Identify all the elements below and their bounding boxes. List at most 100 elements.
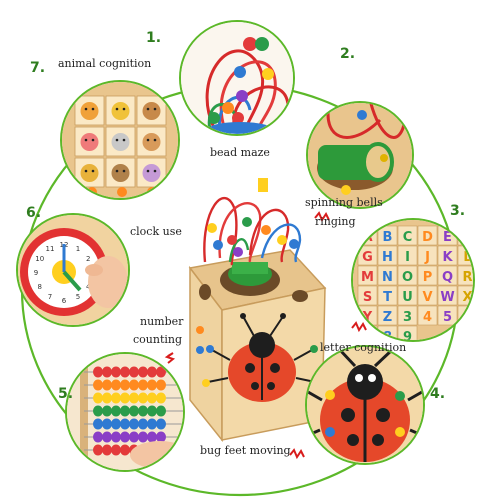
caption-ringing: ringing <box>315 215 356 228</box>
abacus-bead <box>147 405 157 417</box>
letter-block-label: X <box>462 290 472 305</box>
caption-clock-use: clock use <box>130 225 182 238</box>
clock-number: 2 <box>86 255 90 263</box>
animal-blocks-photo <box>60 80 180 200</box>
letter-block <box>397 265 418 286</box>
abacus-bead <box>102 366 112 378</box>
zigzag-arrow-icon <box>351 321 367 333</box>
letter-block <box>417 305 438 326</box>
spinning-bells-photo <box>306 101 414 209</box>
letter-block <box>377 265 398 286</box>
bug-feet-photo <box>305 345 425 465</box>
letter-block-label: M <box>361 270 374 285</box>
letter-block-label: 4 <box>423 310 432 325</box>
abacus-bead <box>129 392 139 404</box>
abacus-bead <box>102 431 112 443</box>
letter-block-label: T <box>383 290 392 305</box>
caption-spinning-bells: spinning bells <box>305 196 383 209</box>
letter-block-label: Y <box>362 310 373 325</box>
abacus-bead <box>93 392 103 404</box>
lion-icon <box>80 164 99 182</box>
abacus-bead <box>138 418 148 430</box>
abacus-bead <box>102 444 112 456</box>
abacus-bead <box>138 405 148 417</box>
rabbit-icon <box>142 164 161 182</box>
abacus-bead <box>120 431 130 443</box>
clock-number: 1 <box>76 245 80 253</box>
letter-block <box>377 285 398 306</box>
abacus-bead <box>147 392 157 404</box>
caption-animal-cognition: animal cognition <box>58 57 152 70</box>
abacus-bead <box>111 379 121 391</box>
letter-block <box>377 245 398 266</box>
abacus-bead <box>111 366 121 378</box>
abacus-bead <box>93 366 103 378</box>
abacus-bead <box>129 366 139 378</box>
abacus-bead <box>147 431 157 443</box>
caption-bug-feet-moving: bug feet moving <box>200 444 291 457</box>
letter-block <box>397 225 418 246</box>
step-number-2: 2. <box>340 46 356 62</box>
abacus-bead <box>120 379 130 391</box>
letter-block-label: R <box>462 270 472 285</box>
zigzag-arrow-icon <box>314 211 330 223</box>
letter-block-label: J <box>424 250 430 265</box>
clock-number: 9 <box>34 269 38 277</box>
clock-number: 6 <box>62 297 67 305</box>
abacus-bead <box>129 431 139 443</box>
letter-block-label: C <box>403 230 413 245</box>
letter-block <box>397 285 418 306</box>
abacus-bead <box>156 431 166 443</box>
step-number-1: 1. <box>146 30 162 46</box>
clock-number: 7 <box>48 293 52 301</box>
letter-block <box>377 225 398 246</box>
letter-block-label: B <box>383 230 393 245</box>
letter-block-label: P <box>423 270 433 285</box>
letter-block-label: Q <box>442 270 453 285</box>
abacus-bead <box>120 418 130 430</box>
step-number-7: 7. <box>30 60 46 76</box>
letter-block <box>417 285 438 306</box>
abacus-bead <box>93 418 103 430</box>
letter-block <box>357 265 378 286</box>
abacus-bead <box>156 366 166 378</box>
clock-photo: 121234567891011 <box>16 213 130 327</box>
abacus-bead <box>156 392 166 404</box>
letter-block-label: I <box>405 250 410 265</box>
letter-block-label: 3 <box>403 310 412 325</box>
step-number-5: 5. <box>58 386 74 402</box>
caption-bead-maze: bead maze <box>210 146 270 159</box>
abacus-bead <box>129 405 139 417</box>
letter-block <box>457 265 473 286</box>
abacus-bead <box>156 418 166 430</box>
zigzag-arrow-icon <box>289 448 305 460</box>
cow-icon <box>111 133 130 151</box>
letter-block <box>397 305 418 326</box>
abacus-bead <box>147 418 157 430</box>
abacus-bead <box>129 418 139 430</box>
letter-block-label: E <box>443 230 452 245</box>
step-number-3: 3. <box>450 203 466 219</box>
tiger-icon <box>80 102 99 120</box>
letter-block <box>397 325 418 340</box>
letter-block <box>417 245 438 266</box>
abacus-bead <box>147 379 157 391</box>
letter-block-label: H <box>382 250 393 265</box>
clock-number: 11 <box>46 245 55 253</box>
abacus-bead <box>111 444 121 456</box>
abacus-bead <box>93 405 103 417</box>
abacus-bead <box>93 379 103 391</box>
abacus-bead <box>156 379 166 391</box>
abacus-bead <box>111 405 121 417</box>
clock-number: 8 <box>38 283 42 291</box>
abacus-bead <box>111 392 121 404</box>
letter-block-label: W <box>440 290 454 305</box>
abacus-bead <box>102 392 112 404</box>
letter-block-label: S <box>363 290 372 305</box>
abacus-bead <box>102 418 112 430</box>
abacus-bead <box>111 431 121 443</box>
letter-block-label: 5 <box>443 310 452 325</box>
letter-block <box>357 285 378 306</box>
squirrel-icon <box>142 102 161 120</box>
